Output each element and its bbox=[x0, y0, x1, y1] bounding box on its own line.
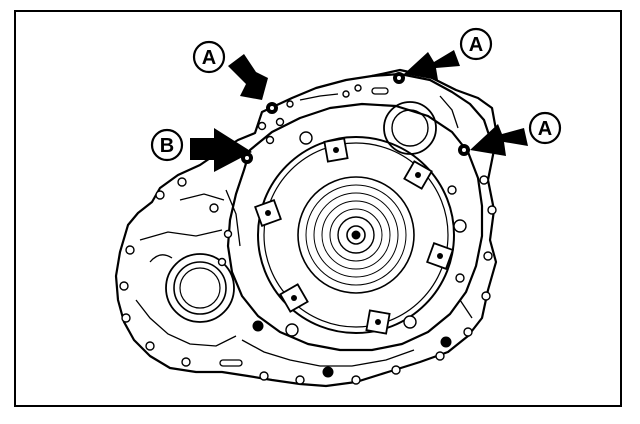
casting-hole bbox=[403, 315, 417, 329]
converter-center-bore bbox=[351, 230, 361, 240]
arrow-icon bbox=[404, 50, 460, 80]
casting-hole bbox=[391, 365, 401, 375]
diagram-frame bbox=[14, 10, 622, 407]
casting-rib bbox=[179, 193, 225, 201]
callout-label-a1: A bbox=[202, 47, 216, 69]
converter-ring-4 bbox=[305, 184, 407, 286]
casting-hole bbox=[453, 219, 467, 233]
casting-hole bbox=[217, 257, 227, 267]
casting-rib bbox=[241, 339, 415, 367]
converter-hub bbox=[346, 225, 366, 245]
mounting-bolt bbox=[440, 336, 452, 348]
casting-hole bbox=[299, 131, 313, 145]
casting-hole bbox=[286, 100, 294, 108]
casting-slot bbox=[219, 359, 243, 367]
casting-hole bbox=[257, 121, 267, 131]
arrow-icon bbox=[190, 128, 252, 172]
shaft-bore-outer bbox=[383, 101, 437, 155]
callout-circle-b1 bbox=[150, 128, 184, 162]
casting-hole bbox=[177, 177, 187, 187]
casting-hole bbox=[181, 357, 191, 367]
callout-label-b1: B bbox=[160, 135, 174, 157]
casting-rib bbox=[225, 189, 241, 247]
casting-hole bbox=[259, 371, 269, 381]
casting-rib bbox=[135, 299, 237, 347]
casting-hole bbox=[121, 313, 131, 323]
casting-rib bbox=[459, 299, 473, 319]
differential-bore-inner bbox=[179, 267, 221, 309]
converter-hub-ring bbox=[337, 216, 375, 254]
casting-rib bbox=[439, 95, 459, 129]
differential-bore-mid bbox=[173, 261, 227, 315]
differential-bore-outer bbox=[165, 253, 235, 323]
converter-ring-5 bbox=[313, 192, 399, 278]
mounting-bolt bbox=[322, 366, 334, 378]
casting-hole bbox=[447, 185, 457, 195]
casting-hole bbox=[483, 251, 493, 261]
casting-hole bbox=[155, 190, 165, 200]
casting-hole bbox=[295, 375, 305, 385]
converter-ring-7 bbox=[329, 208, 383, 262]
housing-upper-right bbox=[371, 68, 498, 131]
callout-circle-a2 bbox=[459, 27, 493, 61]
casting-slot bbox=[371, 87, 389, 95]
casting-hole bbox=[481, 291, 491, 301]
lug-bolt bbox=[333, 147, 339, 153]
casting-hole bbox=[487, 205, 497, 215]
callout-circle-a1 bbox=[192, 40, 226, 74]
casting-hole bbox=[342, 90, 350, 98]
shaft-bore-inner bbox=[391, 109, 429, 147]
casting-hole bbox=[145, 341, 155, 351]
casting-hole bbox=[455, 273, 465, 283]
casting-rib bbox=[299, 93, 339, 101]
casting-hole bbox=[265, 135, 275, 145]
casting-hole bbox=[275, 117, 285, 127]
converter-outer-ring bbox=[257, 136, 455, 334]
converter-ring-2 bbox=[263, 142, 449, 328]
casting-hole bbox=[285, 323, 299, 337]
converter-ring-3 bbox=[297, 176, 415, 294]
callout-label-a3: A bbox=[538, 118, 552, 140]
lug-bolt bbox=[415, 172, 421, 178]
arrow-icon bbox=[228, 54, 268, 100]
mounting-bolt bbox=[252, 320, 264, 332]
casting-hole bbox=[223, 229, 233, 239]
lug-bolt bbox=[265, 210, 271, 216]
lug-bolt bbox=[437, 253, 443, 259]
casting-hole bbox=[351, 375, 361, 385]
casting-hole bbox=[119, 281, 129, 291]
housing-left-outline bbox=[114, 72, 498, 388]
lug-bolt bbox=[291, 295, 297, 301]
casting-hole bbox=[463, 327, 473, 337]
casting-hole bbox=[435, 351, 445, 361]
lug-bolt bbox=[375, 319, 381, 325]
callout-label-a2: A bbox=[469, 34, 483, 56]
converter-ring-6 bbox=[321, 200, 391, 270]
bell-housing-ring bbox=[226, 102, 484, 352]
casting-hole bbox=[125, 245, 135, 255]
casting-hole bbox=[209, 203, 219, 213]
casting-rib bbox=[139, 229, 223, 241]
casting-hole bbox=[354, 84, 362, 92]
casting-hole bbox=[479, 175, 489, 185]
callout-circle-a3 bbox=[528, 111, 562, 145]
arrow-icon bbox=[470, 124, 528, 156]
casting-rib bbox=[149, 254, 173, 263]
